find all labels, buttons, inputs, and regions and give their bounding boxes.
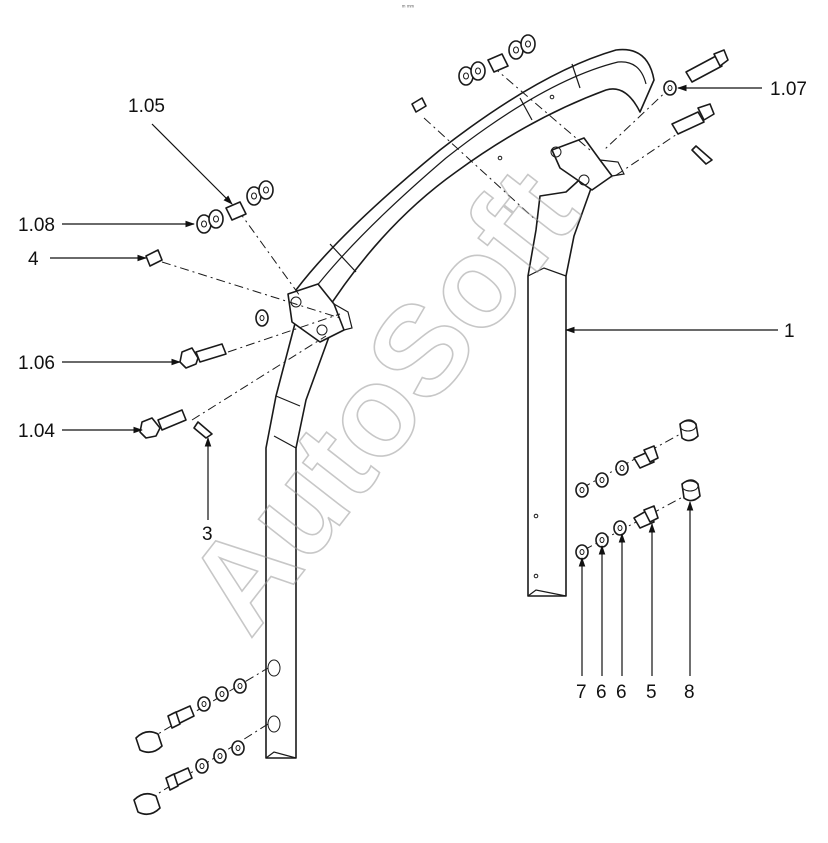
- callout-3: 3: [202, 524, 213, 545]
- callout-labels: 1.05 1.08 4 1.06 1.04 3 1.07 1 7 6 6 5 8: [18, 79, 807, 703]
- leader-lines: [50, 84, 778, 676]
- hardware: [133, 34, 729, 816]
- callout-1-06: 1.06: [18, 353, 55, 374]
- callout-1-05: 1.05: [128, 96, 165, 117]
- callout-8: 8: [684, 682, 695, 703]
- tiny-mark: ᵐ ᵐᵐ: [402, 5, 415, 11]
- callout-1-08: 1.08: [18, 215, 55, 236]
- handlebar-frame: [265, 48, 655, 759]
- callout-7: 7: [576, 682, 587, 703]
- callout-1-07: 1.07: [770, 79, 807, 100]
- callout-1: 1: [784, 321, 795, 342]
- callout-5: 5: [646, 682, 657, 703]
- callout-1-04: 1.04: [18, 421, 55, 442]
- callout-6-first: 6: [596, 682, 607, 703]
- callout-4: 4: [28, 249, 39, 270]
- callout-6-second: 6: [616, 682, 627, 703]
